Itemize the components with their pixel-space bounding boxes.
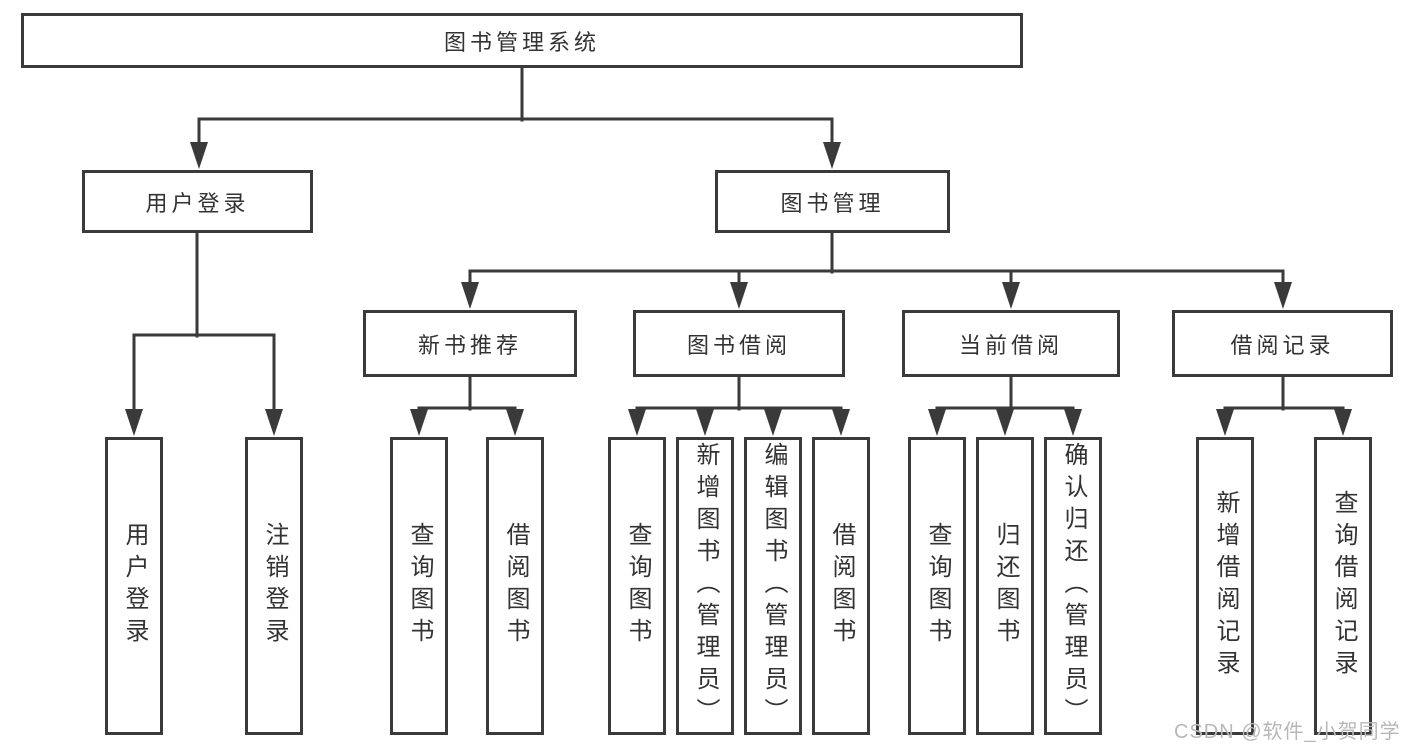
node-leaf-add-borrow-record-label: 新增借阅记录 bbox=[1212, 490, 1239, 682]
node-book-management-label: 图书管理 bbox=[780, 190, 885, 216]
node-new-book-recommend: 新书推荐 bbox=[363, 310, 577, 377]
node-leaf-user-login-label: 用户登录 bbox=[121, 522, 148, 650]
node-leaf-user-login: 用户登录 bbox=[105, 437, 163, 735]
node-leaf-query-books-borrowing-label: 查询图书 bbox=[624, 522, 651, 650]
node-leaf-return-book-label: 归还图书 bbox=[992, 522, 1019, 650]
node-leaf-query-books-borrowing: 查询图书 bbox=[608, 437, 666, 735]
node-leaf-return-book: 归还图书 bbox=[976, 437, 1034, 735]
node-leaf-query-borrow-record-label: 查询借阅记录 bbox=[1330, 490, 1357, 682]
node-leaf-logout-label: 注销登录 bbox=[261, 522, 288, 650]
node-leaf-borrow-books-recommend-label: 借阅图书 bbox=[502, 522, 529, 650]
node-book-borrowing: 图书借阅 bbox=[633, 310, 845, 377]
node-leaf-query-books-current-label: 查询图书 bbox=[924, 522, 951, 650]
watermark: CSDN @软件_小贺同学 bbox=[1174, 721, 1401, 743]
node-current-borrowing: 当前借阅 bbox=[902, 310, 1120, 377]
node-book-borrowing-label: 图书借阅 bbox=[686, 332, 791, 358]
node-leaf-add-book-admin-label: 新增图书（管理员） bbox=[692, 442, 719, 730]
node-book-management: 图书管理 bbox=[715, 170, 950, 233]
node-leaf-borrow-books: 借阅图书 bbox=[812, 437, 870, 735]
node-leaf-confirm-return-admin: 确认归还（管理员） bbox=[1044, 437, 1102, 735]
node-leaf-query-books-recommend-label: 查询图书 bbox=[406, 522, 433, 650]
arrowheads bbox=[125, 142, 1352, 436]
node-borrow-records: 借阅记录 bbox=[1172, 310, 1393, 377]
node-leaf-query-books-current: 查询图书 bbox=[908, 437, 966, 735]
node-leaf-borrow-books-recommend: 借阅图书 bbox=[486, 437, 544, 735]
node-root-label: 图书管理系统 bbox=[443, 29, 600, 55]
node-user-login-label: 用户登录 bbox=[145, 190, 250, 216]
node-leaf-edit-book-admin-label: 编辑图书（管理员） bbox=[760, 442, 787, 730]
node-leaf-borrow-books-label: 借阅图书 bbox=[828, 522, 855, 650]
node-leaf-logout: 注销登录 bbox=[245, 437, 303, 735]
node-current-borrowing-label: 当前借阅 bbox=[958, 332, 1063, 358]
node-leaf-add-borrow-record: 新增借阅记录 bbox=[1196, 437, 1254, 735]
node-user-login: 用户登录 bbox=[82, 170, 313, 233]
node-new-book-recommend-label: 新书推荐 bbox=[417, 332, 522, 358]
node-leaf-edit-book-admin: 编辑图书（管理员） bbox=[744, 437, 802, 735]
node-leaf-query-borrow-record: 查询借阅记录 bbox=[1314, 437, 1372, 735]
node-leaf-query-books-recommend: 查询图书 bbox=[390, 437, 448, 735]
node-borrow-records-label: 借阅记录 bbox=[1230, 332, 1335, 358]
node-root: 图书管理系统 bbox=[21, 13, 1023, 68]
node-leaf-confirm-return-admin-label: 确认归还（管理员） bbox=[1060, 442, 1087, 730]
node-leaf-add-book-admin: 新增图书（管理员） bbox=[676, 437, 734, 735]
